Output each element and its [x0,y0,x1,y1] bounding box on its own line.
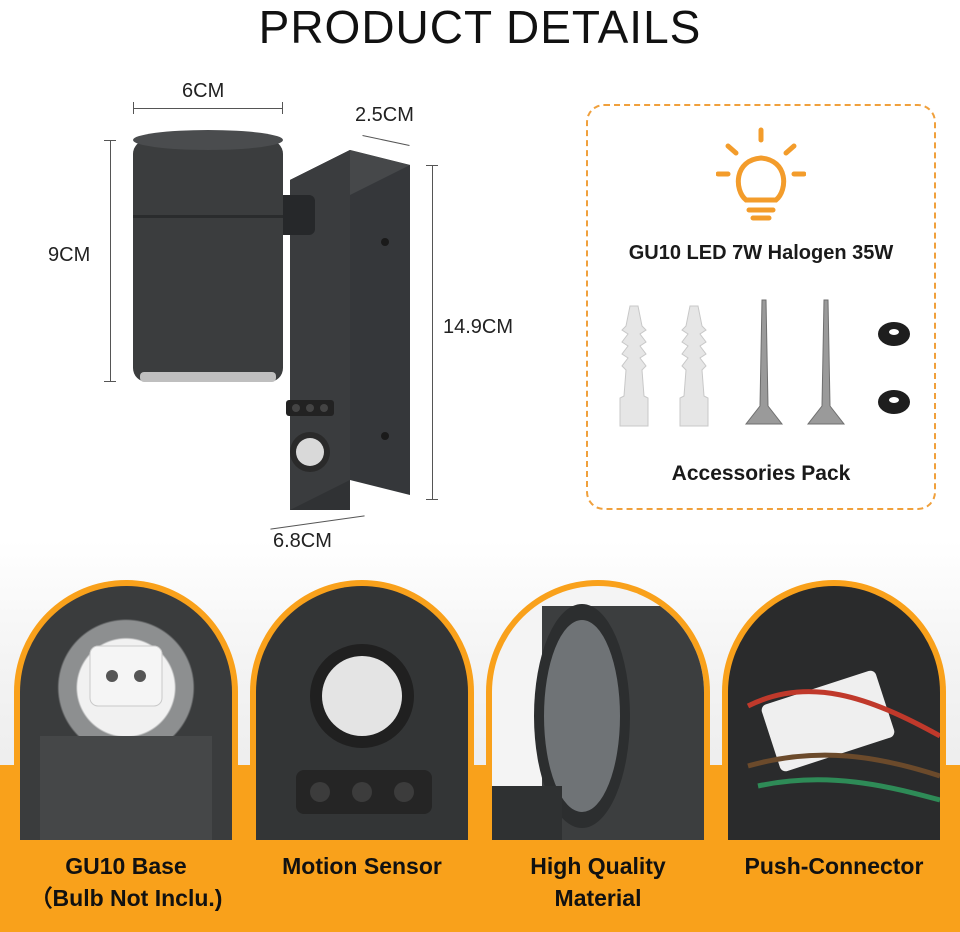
accessories-caption: Accessories Pack [671,462,851,485]
feature-card-high-quality-material [486,580,710,840]
wall-plug-icon [679,305,709,427]
dimension-line-total-height [432,165,433,500]
dimension-height: 9CM [48,244,91,266]
feature-card-motion-sensor [250,580,474,840]
dimension-tick [426,165,438,166]
feature-label-motion-sensor: Motion Sensor [242,850,482,882]
bulb-spec: GU10 LED 7W Halogen 35W [628,242,894,264]
motion-sensor-photo [256,586,468,840]
accessories-items [619,299,910,427]
accessories-box: GU10 LED 7W Halogen 35W Accessories Pack [586,104,936,510]
gu10-base-photo [20,586,232,840]
feature-card-push-connector [722,580,946,840]
dimension-width: 6CM [182,80,225,102]
dimension-line-width [133,108,283,109]
light-bulb-icon [716,127,806,221]
lamp-lens-icon [492,604,704,840]
feature-label-push-connector: Push-Connector [714,850,954,882]
motion-sensor-icon [296,644,432,814]
dimension-base-width: 6.8CM [273,530,332,552]
feature-label-gu10-base: GU10 Base （Bulb Not Inclu.) [6,850,246,914]
feature-card-gu10-base [14,580,238,840]
dimension-line-height [110,140,111,382]
wall-lamp-illustration [133,130,410,510]
dimension-tick [104,140,116,141]
washer-icon [878,322,910,414]
wall-plug-icon [619,305,649,427]
feature-label-line1: Motion Sensor [282,853,442,879]
feature-label-line1: Push-Connector [744,853,924,879]
push-connector-photo [728,586,940,840]
gu10-socket-icon [40,645,212,840]
dimension-tick [133,102,134,114]
screw-icon [744,299,784,425]
feature-label-line1: High Quality [530,853,666,879]
dimension-tick [104,381,116,382]
page-title: PRODUCT DETAILS [258,1,702,53]
dimension-total-height: 14.9CM [443,316,514,338]
dimension-tick [282,102,283,114]
feature-label-line2: （Bulb Not Inclu.) [29,885,223,911]
dimension-tick [426,499,438,500]
feature-label-line2: Material [554,885,642,911]
material-photo [492,586,704,840]
feature-label-high-quality-material: High Quality Material [478,850,718,914]
dimension-depth: 2.5CM [355,104,414,126]
screw-icon [806,299,846,425]
feature-label-line1: GU10 Base [65,853,187,879]
push-connector-icon [746,670,940,803]
